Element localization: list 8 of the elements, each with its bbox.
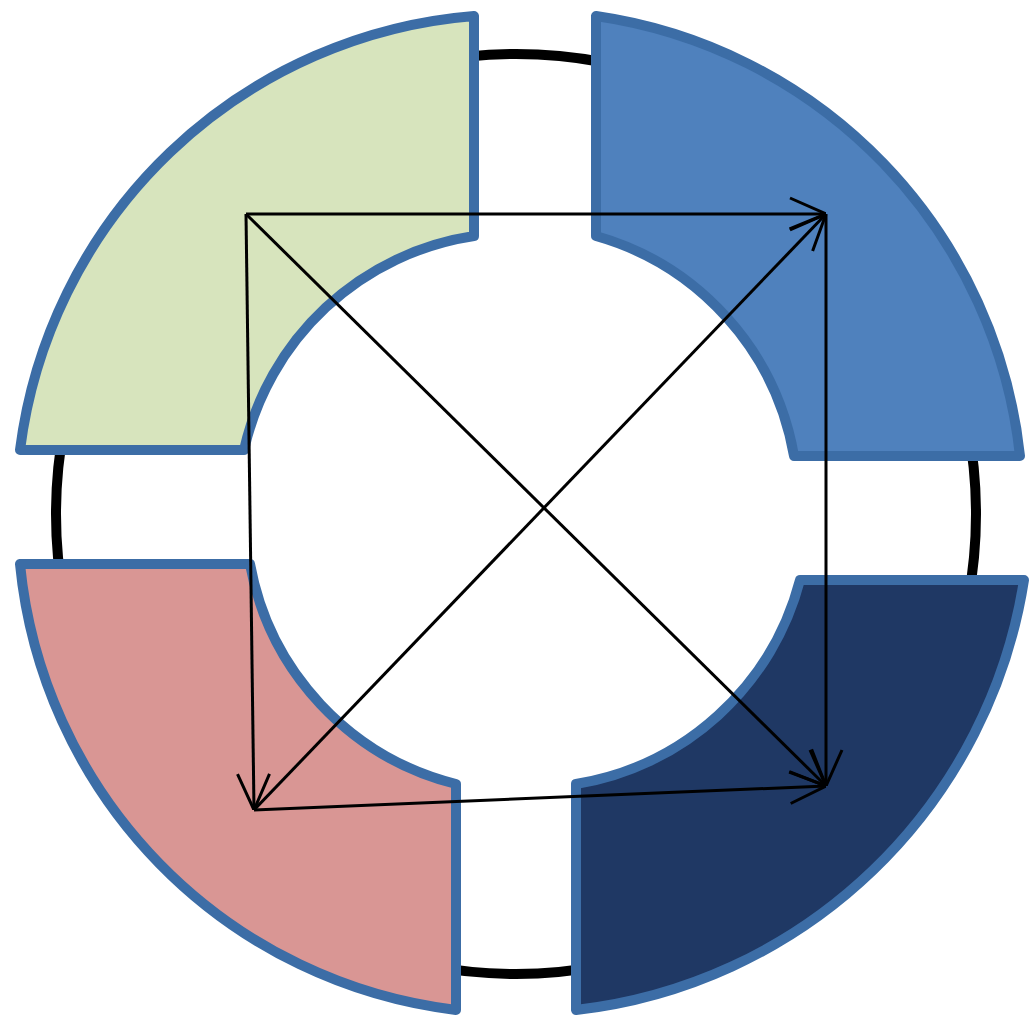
arrow (236, 214, 271, 812)
ring-segment (14, 10, 482, 458)
ring-segment (590, 10, 1028, 462)
ring-segment (570, 574, 1030, 1016)
arrow (808, 214, 844, 788)
arrow (246, 196, 828, 232)
ring-segment (14, 558, 462, 1016)
arrow (253, 770, 828, 812)
